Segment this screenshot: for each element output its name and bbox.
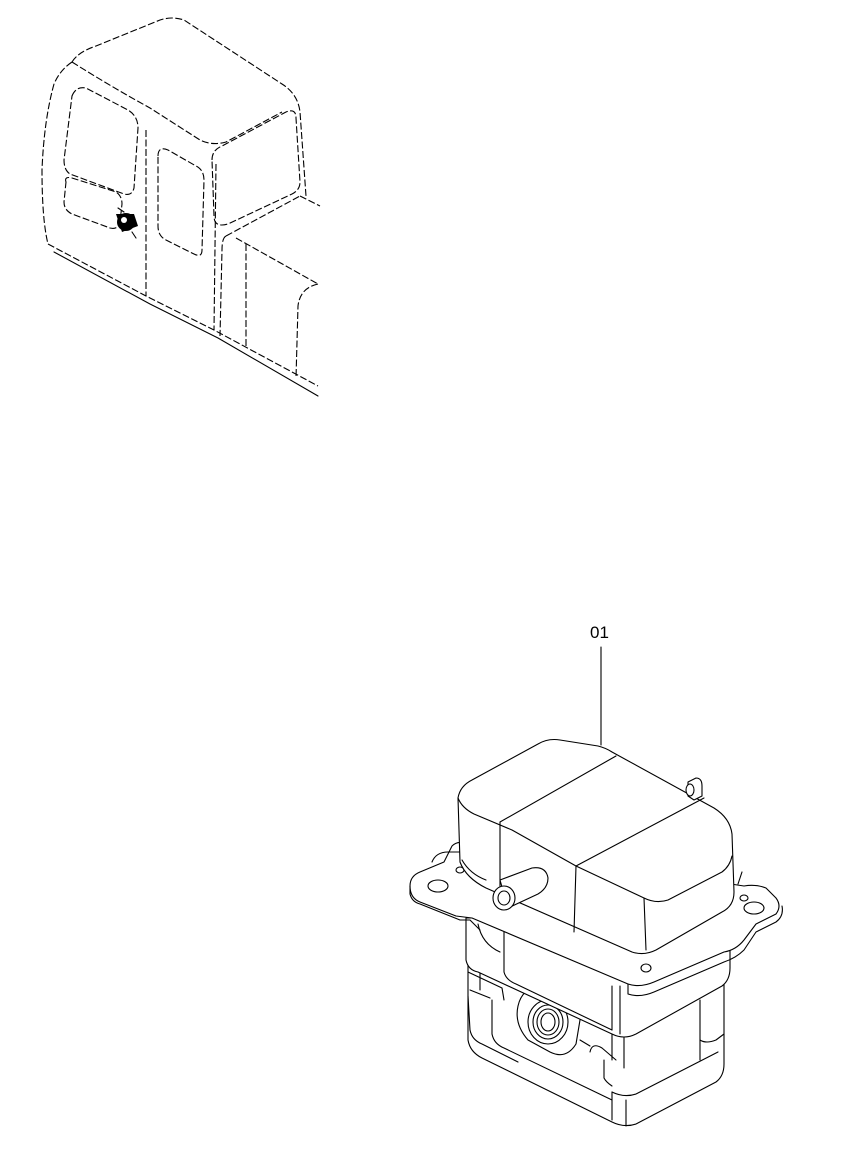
pivot-pin: [492, 867, 549, 911]
part-01-switch-unit: [409, 738, 783, 1127]
bolt-hole: [743, 901, 765, 915]
rear-pin: [685, 777, 703, 801]
callout-label-01: 01: [590, 623, 609, 642]
bolt-hole: [640, 963, 652, 973]
bolt-hole: [427, 879, 449, 893]
callout-01: 01: [590, 623, 609, 746]
cab-locator-view: [41, 17, 321, 397]
switch-location-marker: [116, 207, 138, 239]
top-cover: [457, 738, 735, 955]
